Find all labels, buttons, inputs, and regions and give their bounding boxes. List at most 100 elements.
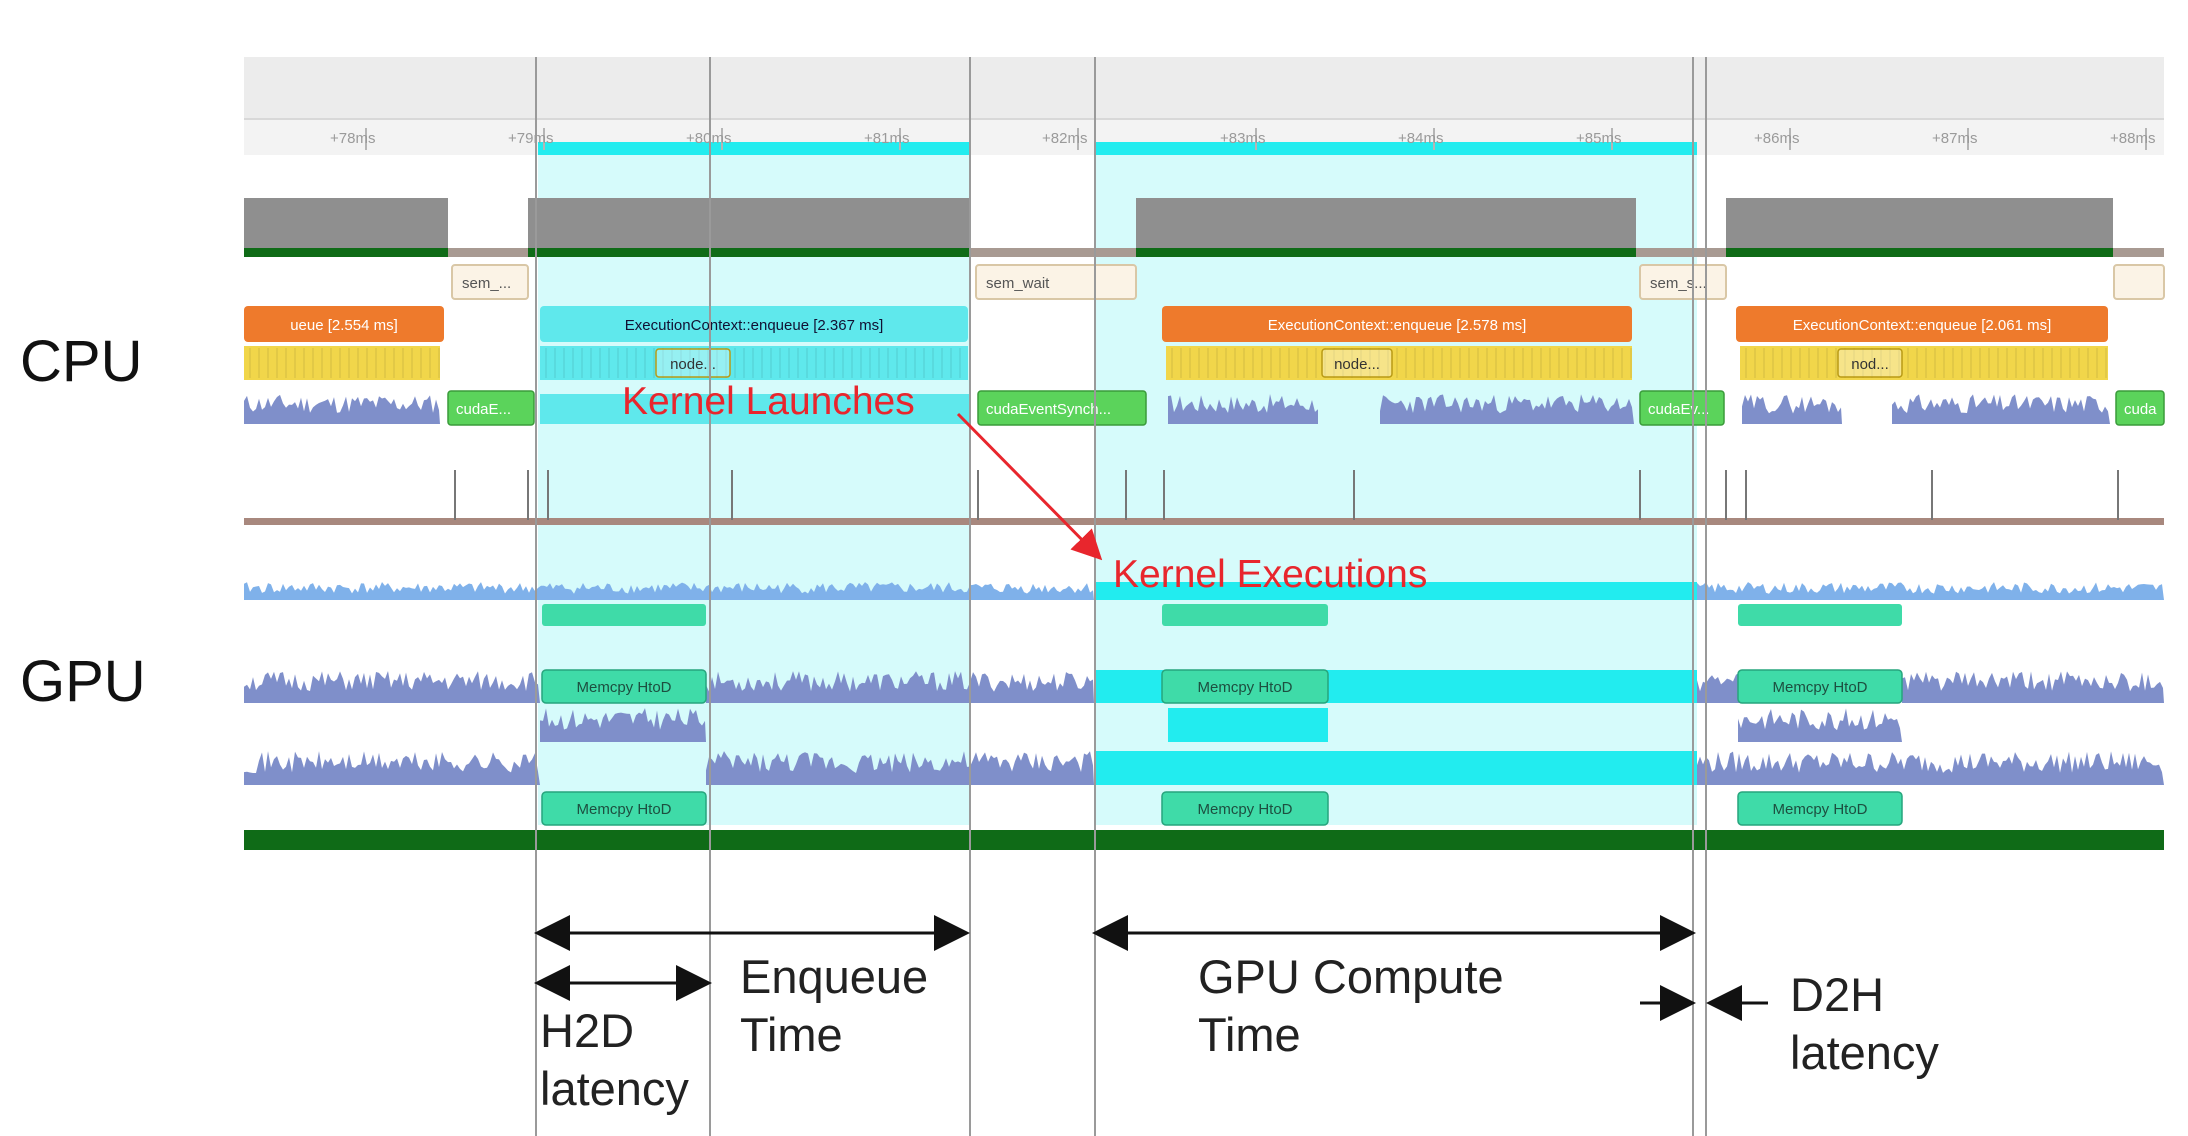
enqueue-slice bbox=[1736, 306, 2108, 342]
kernel-bar bbox=[542, 604, 706, 626]
kernel-execution-bar bbox=[1094, 582, 1697, 600]
memcpy-slice bbox=[1737, 791, 1903, 826]
ruler-tick-label: +84ms bbox=[1398, 130, 1443, 147]
node-label-box bbox=[1837, 348, 1903, 378]
copy-highlight bbox=[1168, 708, 1328, 742]
marker-baseline bbox=[244, 518, 2164, 525]
memcpy-label: Memcpy HtoD bbox=[1772, 679, 1867, 696]
enqueue-label: ExecutionContext::enqueue [2.061 ms] bbox=[1793, 317, 2052, 334]
sem-wait-label: sem_... bbox=[462, 275, 511, 292]
thread-active bbox=[528, 248, 970, 257]
node-slice bbox=[540, 346, 968, 380]
thread-active bbox=[1136, 248, 1636, 257]
ruler-tick-label: +88ms bbox=[2110, 130, 2155, 147]
cuda-activity bbox=[1168, 394, 1318, 424]
memcpy-slice bbox=[1737, 669, 1903, 704]
kernel-executions-callout: Kernel Executions bbox=[1113, 553, 1428, 596]
sem-wait-slice bbox=[451, 264, 529, 300]
cuda-call-slice bbox=[447, 390, 535, 426]
node-label-box bbox=[1321, 348, 1393, 378]
copy-activity bbox=[244, 671, 540, 703]
kernel-launches-callout: Kernel Launches bbox=[622, 380, 915, 423]
kernel-bar bbox=[1162, 604, 1328, 626]
cuda-activity bbox=[1892, 394, 2110, 424]
cuda-launch-block bbox=[540, 394, 970, 424]
sem-wait-label: sem_s... bbox=[1650, 275, 1707, 292]
node-slice bbox=[1166, 346, 1632, 380]
bottom-timeline-bar bbox=[244, 830, 2164, 850]
ruler-tick-label: +86ms bbox=[1754, 130, 1799, 147]
cuda-call-slice bbox=[2115, 390, 2165, 426]
ruler-tick-label: +82ms bbox=[1042, 130, 1087, 147]
cuda-activity bbox=[1380, 394, 1634, 424]
memcpy-slice bbox=[1161, 669, 1329, 704]
node-label: node... bbox=[1334, 356, 1380, 373]
enqueue-label: ueue [2.554 ms] bbox=[290, 317, 398, 334]
enqueue-time-label: Enqueue Time bbox=[740, 950, 929, 1061]
thread-block bbox=[1136, 198, 1636, 250]
memcpy-slice bbox=[1161, 791, 1329, 826]
cuda-activity bbox=[1742, 394, 1842, 424]
highlight-bar bbox=[1094, 142, 1697, 155]
ruler-tick-label: +78ms bbox=[330, 130, 375, 147]
ruler-tick-label: +87ms bbox=[1932, 130, 1977, 147]
thread-block bbox=[1726, 198, 2113, 250]
sem-wait-label: sem_wait bbox=[986, 275, 1050, 292]
node-slice bbox=[244, 346, 440, 380]
ruler-tick-label: +85ms bbox=[1576, 130, 1621, 147]
enqueue-label: ExecutionContext::enqueue [2.367 ms] bbox=[625, 317, 884, 334]
enqueue-label: ExecutionContext::enqueue [2.578 ms] bbox=[1268, 317, 1527, 334]
copy-activity bbox=[244, 751, 540, 785]
thread-active bbox=[1726, 248, 2113, 257]
cuda-call-label: cudaE... bbox=[456, 401, 511, 418]
cuda-call-slice bbox=[1639, 390, 1725, 426]
node-label: nod... bbox=[1851, 356, 1889, 373]
cuda-call-slice bbox=[977, 390, 1147, 426]
memcpy-label: Memcpy HtoD bbox=[1197, 801, 1292, 818]
node-label: node... bbox=[670, 356, 716, 373]
gpu-row-label: GPU bbox=[20, 649, 146, 714]
d2h-latency-label: D2H latency bbox=[1790, 968, 1939, 1079]
ruler-tick-label: +80ms bbox=[686, 130, 731, 147]
ruler-tick-label: +83ms bbox=[1220, 130, 1265, 147]
memcpy-slice bbox=[541, 669, 707, 704]
copy-highlight bbox=[1094, 751, 1697, 785]
cuda-activity bbox=[244, 394, 440, 424]
copy-activity bbox=[706, 751, 1094, 785]
gpu-compute-time-label: GPU Compute Time bbox=[1198, 950, 1504, 1061]
sem-wait-slice bbox=[1639, 264, 1727, 300]
memcpy-slice bbox=[541, 791, 707, 826]
thread-active bbox=[244, 248, 448, 257]
ruler-band bbox=[244, 57, 2164, 119]
cuda-call-label: cuda bbox=[2124, 401, 2157, 418]
memcpy-label: Memcpy HtoD bbox=[1197, 679, 1292, 696]
gpu-stream-activity bbox=[1697, 582, 2164, 600]
enqueue-slice bbox=[1162, 306, 1632, 342]
sem-wait-slice bbox=[2113, 264, 2165, 300]
ruler-tick-label: +81ms bbox=[864, 130, 909, 147]
enqueue-slice bbox=[540, 306, 968, 342]
copy-activity bbox=[1697, 673, 1740, 703]
ruler-tick-label: +79ms bbox=[508, 130, 553, 147]
copy-activity bbox=[1902, 671, 2164, 703]
kernel-bar bbox=[1738, 604, 1902, 626]
highlight-region bbox=[538, 155, 970, 825]
highlight-bar bbox=[538, 142, 970, 155]
copy-activity bbox=[706, 671, 1094, 703]
h2d-latency-label: H2D latency bbox=[540, 1004, 689, 1115]
gpu-stream-activity bbox=[244, 582, 1094, 600]
node-label-box bbox=[655, 348, 731, 378]
memcpy-label: Memcpy HtoD bbox=[576, 679, 671, 696]
copy-activity bbox=[540, 708, 706, 742]
memcpy-label: Memcpy HtoD bbox=[1772, 801, 1867, 818]
thread-block bbox=[528, 198, 970, 250]
thread-block bbox=[244, 198, 448, 250]
kernel-arrow bbox=[956, 412, 1103, 561]
memcpy-label: Memcpy HtoD bbox=[576, 801, 671, 818]
cpu-row-label: CPU bbox=[20, 329, 143, 394]
enqueue-slice bbox=[244, 306, 444, 342]
node-slice bbox=[1740, 346, 2108, 380]
copy-activity bbox=[1697, 751, 2164, 785]
cuda-call-label: cudaEventSynch... bbox=[986, 401, 1111, 418]
